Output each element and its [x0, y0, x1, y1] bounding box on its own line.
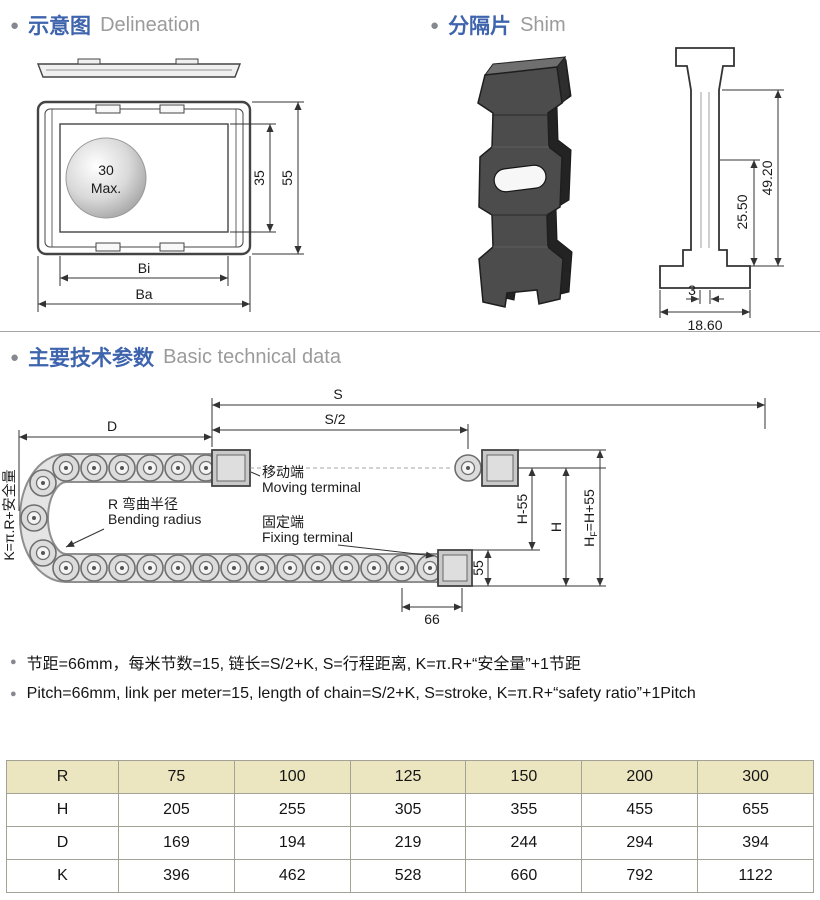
moving-terminal-label-en: Moving terminal — [262, 479, 361, 495]
table-cell: 655 — [697, 793, 814, 827]
table-cell: 125 — [349, 760, 467, 794]
table-cell: 1122 — [697, 859, 814, 893]
row-label: R — [6, 760, 119, 794]
table-row-k: K 396 462 528 660 792 1122 — [6, 859, 814, 893]
bullet-icon: ● — [430, 16, 440, 34]
dimension-label-55: 55 — [279, 170, 295, 186]
cross-section-drawing: 30 Max. 35 55 Bi Ba — [36, 58, 304, 312]
cover-strip — [36, 58, 242, 78]
moving-terminal-label-zh: 移动端 — [262, 464, 304, 480]
table-cell: 255 — [233, 793, 351, 827]
table-row-r: R 75 100 125 150 200 300 — [6, 760, 814, 794]
table-cell: 100 — [233, 760, 351, 794]
dimension-label-66: 66 — [424, 611, 440, 627]
bullet-icon: ● — [10, 348, 20, 366]
shim-3d-view — [477, 55, 573, 308]
section-divider — [0, 331, 820, 332]
dimension-label-ba: Ba — [135, 286, 152, 302]
row-label: H — [6, 793, 119, 827]
bending-radius-label-en: Bending radius — [108, 511, 201, 527]
dimension-label-2550: 25.50 — [734, 194, 750, 229]
table-cell: 792 — [581, 859, 699, 893]
dimension-label-h55: H-55 — [514, 494, 530, 525]
moving-terminal-block — [211, 449, 251, 487]
ball-diameter-label: 30 — [98, 162, 114, 178]
table-cell: 396 — [118, 859, 235, 893]
bullet-icon: ● — [10, 16, 20, 34]
bullet-icon: ● — [10, 655, 17, 668]
dimension-label-s2: S/2 — [324, 411, 345, 427]
section-header-technical: ● 主要技术参数 Basic technical data — [10, 342, 341, 372]
section-title-en: Basic technical data — [163, 345, 341, 368]
section-title-zh: 分隔片 — [448, 15, 512, 38]
fixing-terminal-label-zh: 固定端 — [262, 514, 304, 530]
table-cell: 462 — [233, 859, 351, 893]
table-cell: 150 — [465, 760, 583, 794]
ball-max-label: Max. — [91, 180, 121, 196]
table-cell: 305 — [349, 793, 467, 827]
row-label: K — [6, 859, 119, 893]
section-title-en: Delineation — [100, 13, 201, 36]
table-cell: 528 — [349, 859, 467, 893]
dimension-label-35: 35 — [251, 170, 267, 186]
bullet-icon: ● — [10, 687, 17, 700]
dimension-label-hf: HF=H+55 — [581, 489, 599, 547]
moving-terminal-extended — [454, 449, 519, 487]
fixing-terminal-label-en: Fixing terminal — [262, 529, 353, 545]
k-formula-label: K=π.R+安全量 — [1, 469, 17, 560]
section-title-zh: 主要技术参数 — [28, 347, 155, 370]
section-header-shim: ● 分隔片 Shim — [430, 10, 566, 40]
dimension-label-bi: Bi — [138, 260, 150, 276]
table-cell: 219 — [349, 826, 467, 860]
table-cell: 244 — [465, 826, 583, 860]
shim-profile-drawing: 49.20 25.50 3 18.60 — [659, 47, 784, 333]
table-row-d: D 169 194 219 244 294 394 — [6, 826, 814, 860]
cable-ball — [65, 137, 147, 219]
dimension-label-4920: 49.20 — [759, 160, 775, 195]
table-cell: 455 — [581, 793, 699, 827]
fixing-terminal-block — [437, 549, 473, 587]
table-cell: 194 — [233, 826, 351, 860]
section-title-zh: 示意图 — [28, 15, 92, 38]
dimension-label-s: S — [333, 386, 342, 402]
table-cell: 394 — [697, 826, 814, 860]
table-row-h: H 205 255 305 355 455 655 — [6, 793, 814, 827]
table-cell: 355 — [465, 793, 583, 827]
note-text: Pitch=66mm, link per meter=15, length of… — [26, 685, 696, 702]
table-cell: 294 — [581, 826, 699, 860]
dimension-label-d: D — [107, 418, 117, 434]
table-cell: 660 — [465, 859, 583, 893]
chain-bending-diagram: S S/2 D 移动端 Moving terminal 固定端 Fixing t… — [1, 386, 766, 627]
note-text: 节距=66mm，每米节数=15, 链长=S/2+K, S=行程距离, K=π.R… — [26, 656, 581, 673]
table-cell: 200 — [581, 760, 699, 794]
section-header-delineation: ● 示意图 Delineation — [10, 10, 200, 40]
table-cell: 169 — [118, 826, 235, 860]
note-pitch-zh: ● 节距=66mm，每米节数=15, 链长=S/2+K, S=行程距离, K=π… — [10, 650, 581, 674]
table-cell: 75 — [118, 760, 235, 794]
bending-radius-label-zh: R 弯曲半径 — [108, 496, 178, 512]
dimension-label-3: 3 — [688, 282, 696, 298]
dimension-label-55b: 55 — [470, 560, 486, 576]
table-cell: 300 — [697, 760, 814, 794]
dimension-label-h: H — [548, 522, 564, 532]
basic-data-table: R 75 100 125 150 200 300 H 205 255 305 3… — [6, 760, 814, 893]
section-title-en: Shim — [520, 13, 566, 36]
dimension-label-1860: 18.60 — [687, 317, 722, 333]
shim-slot — [493, 164, 547, 193]
row-label: D — [6, 826, 119, 860]
table-cell: 205 — [118, 793, 235, 827]
note-pitch-en: ● Pitch=66mm, link per meter=15, length … — [10, 685, 696, 703]
shim-outline — [659, 47, 751, 289]
